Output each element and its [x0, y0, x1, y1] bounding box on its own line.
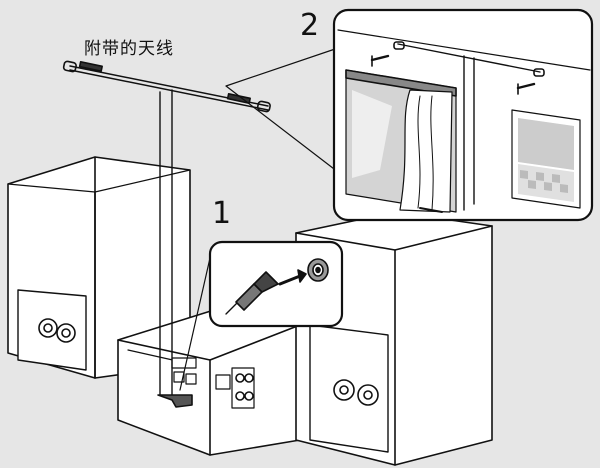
plug-detail-panel [208, 240, 344, 328]
wall-pin-icon [370, 54, 390, 67]
coaxial-jack-icon [307, 258, 329, 282]
fm-antenna-icon [62, 60, 271, 113]
wall-mount-panel [332, 8, 594, 222]
wall-pin-icon [516, 82, 536, 95]
antenna-lead-wire [157, 89, 193, 408]
wall-poster [511, 109, 581, 209]
antenna-plug-icon [225, 271, 279, 315]
step-2-number: 2 [300, 8, 320, 43]
callout-line-1 [179, 257, 211, 391]
step-1-number: 1 [212, 196, 232, 231]
callout-line-2 [225, 47, 339, 173]
receiver-unit [117, 304, 301, 456]
window-with-curtain [345, 69, 457, 213]
antenna-caption: 附带的天线 [84, 39, 174, 59]
left-speaker [7, 156, 191, 379]
